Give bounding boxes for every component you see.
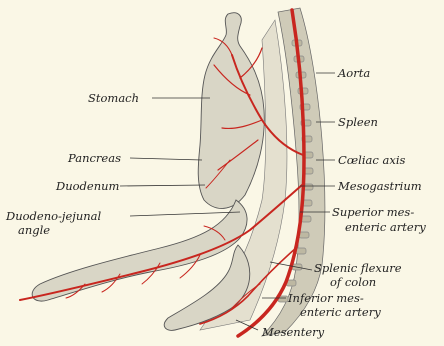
label-spleen: Spleen — [338, 115, 378, 129]
label-inferior-mesenteric-2: enteric artery — [300, 305, 381, 319]
label-superior-mesenteric-2: enteric artery — [345, 220, 426, 234]
label-splenic-flexure-1: Splenic flexure — [314, 261, 402, 275]
label-pancreas: Pancreas — [67, 151, 121, 165]
label-duodenum: Duodenum — [55, 179, 120, 193]
label-stomach: Stomach — [88, 91, 139, 105]
label-inferior-mesenteric-1: Inferior mes- — [287, 291, 364, 305]
label-duodeno-jejunal-1: Duodeno-jejunal — [5, 209, 102, 223]
label-duodeno-jejunal-2: angle — [18, 223, 50, 237]
label-coeliac-axis: Cœliac axis — [338, 153, 405, 167]
label-mesentery: Mesentery — [261, 325, 325, 339]
label-mesogastrium: Mesogastrium — [337, 179, 422, 193]
label-splenic-flexure-2: of colon — [330, 275, 376, 289]
label-superior-mesenteric-1: Superior mes- — [332, 205, 414, 219]
label-aorta: Aorta — [337, 66, 370, 80]
stomach — [198, 13, 264, 209]
